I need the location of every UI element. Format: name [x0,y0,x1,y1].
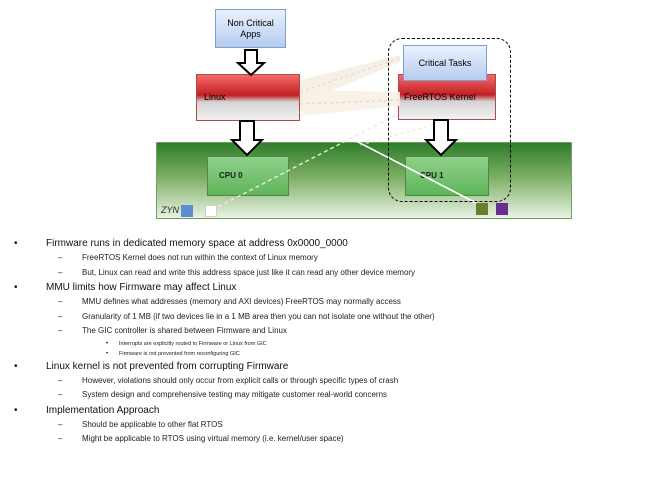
list-item: System design and comprehensive testing … [14,388,634,403]
critical-tasks-box: Critical Tasks [403,45,487,81]
purple-memory-block [496,203,508,215]
freertos-kernel-label: FreeRTOS Kernel [404,91,476,102]
list-item: MMU limits how Firmware may affect Linux [14,280,634,295]
list-item: Granularity of 1 MB (if two devices lie … [14,310,634,325]
cpu0-label: CPU 0 [219,171,243,181]
list-item: Interrupts are explicitly routed to Firm… [14,339,634,349]
list-item: Might be applicable to RTOS using virtua… [14,432,634,447]
linux-to-critical-line [299,57,401,93]
linux-to-freertos-beam [300,90,400,116]
cpu0-box: CPU 0 [207,156,289,196]
list-item: FreeRTOS Kernel does not run within the … [14,251,634,266]
list-item: Should be applicable to other flat RTOS [14,418,634,433]
list-item: However, violations should only occur fr… [14,374,634,389]
list-item: Firmware runs in dedicated memory space … [14,236,634,251]
apps-to-linux-arrow [235,49,267,77]
cpu1-label: CPU 1 [420,171,444,181]
linux-to-freertos-line [299,99,401,105]
list-item: MMU defines what addresses (memory and A… [14,295,634,310]
olive-memory-block [476,203,488,215]
linux-to-critical-beam [300,55,400,104]
architecture-diagram: ZYN Non Critical Apps Linux FreeRTOS Ker… [0,0,645,232]
bullet-list: Firmware runs in dedicated memory space … [14,236,634,447]
blue-memory-block [181,205,193,217]
cpu1-box: CPU 1 [405,156,489,196]
list-item: Implementation Approach [14,403,634,418]
linux-label: Linux [204,92,226,103]
list-item: The GIC controller is shared between Fir… [14,324,634,339]
non-critical-apps-box: Non Critical Apps [215,9,286,48]
critical-tasks-label: Critical Tasks [418,57,472,68]
zynq-label: ZYN [161,204,179,215]
linux-box: Linux [196,74,300,121]
list-item: But, Linux can read and write this addre… [14,266,634,281]
white-memory-block [205,205,217,217]
list-item: Linux kernel is not prevented from corru… [14,359,634,374]
list-item: Firmware is not prevented from reconfigu… [14,349,634,359]
non-critical-apps-label: Non Critical Apps [227,18,274,39]
